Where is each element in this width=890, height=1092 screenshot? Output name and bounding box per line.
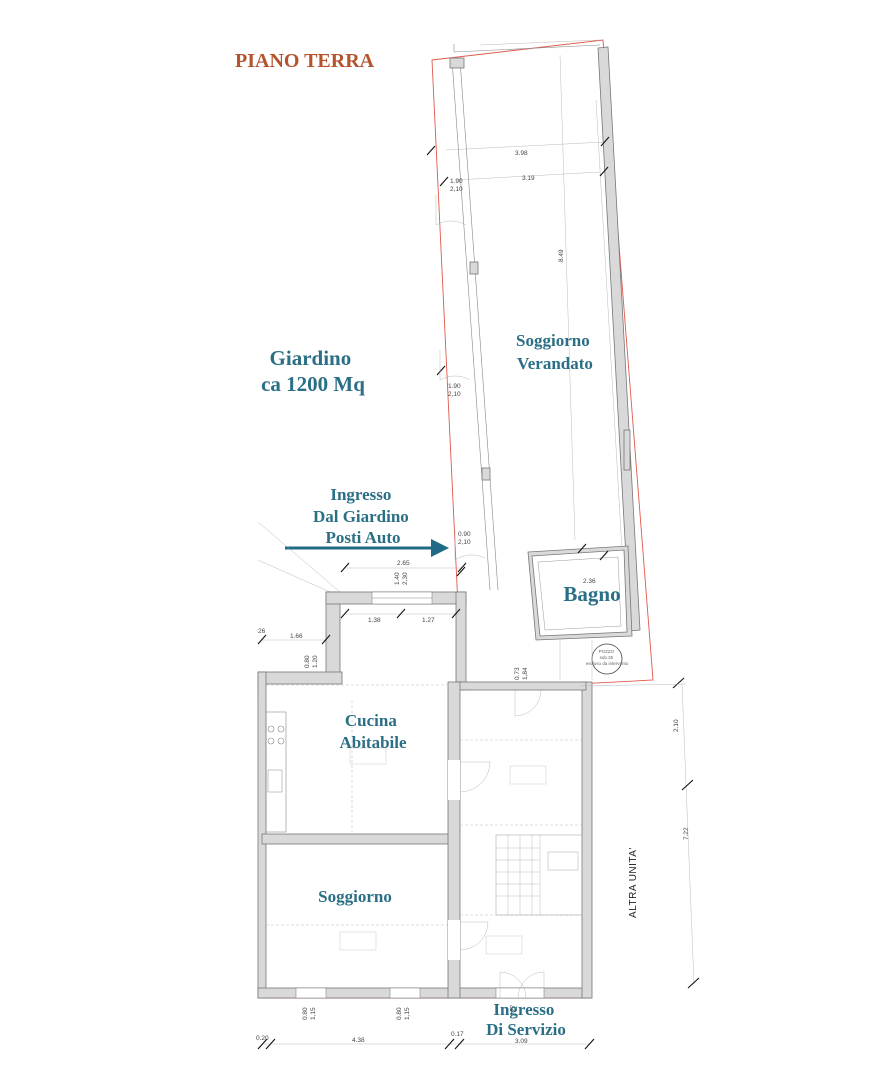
room-label-soggiorno: Soggiorno bbox=[318, 887, 392, 906]
room-label-soggiorno-verandato: Soggiorno Verandato bbox=[516, 331, 594, 373]
dim-label: 2,30 bbox=[402, 572, 409, 585]
stove-burner-icon bbox=[267, 725, 275, 733]
dim-label: 26 bbox=[258, 628, 266, 635]
dim-label: 3.98 bbox=[515, 150, 528, 157]
dim-label: 0.80 bbox=[302, 1007, 309, 1020]
dim-label: 1.66 bbox=[290, 633, 303, 640]
veranda-right-wall bbox=[597, 46, 641, 632]
dim-label: 0.80 bbox=[304, 655, 311, 668]
pillar bbox=[449, 57, 465, 69]
dim-label: 1.90 bbox=[450, 178, 463, 185]
dim-label: 0.73 bbox=[514, 667, 521, 680]
dim-label: 2.65 bbox=[397, 560, 410, 567]
dim-label: 1.20 bbox=[312, 655, 319, 668]
dim-label: 0.80 bbox=[396, 1007, 403, 1020]
dim-label: 2,10 bbox=[458, 539, 471, 546]
main-building bbox=[257, 591, 593, 999]
kitchen-counter bbox=[265, 711, 287, 833]
room-label-ingresso-servizio: Ingresso Di Servizio bbox=[486, 1000, 566, 1039]
dim-label: 8.49 bbox=[558, 249, 565, 262]
sink-icon bbox=[267, 769, 283, 793]
dim-label: 1.90 bbox=[448, 383, 461, 390]
room-label-bagno: Bagno bbox=[563, 582, 620, 606]
dim-label: 0.17 bbox=[451, 1031, 464, 1038]
pillar bbox=[469, 261, 479, 275]
dim-label: 0.90 bbox=[458, 531, 471, 538]
staircase bbox=[495, 834, 583, 916]
dim-label: 2,10 bbox=[450, 186, 463, 193]
veranda-boundary bbox=[431, 39, 654, 691]
plan-title: PIANO TERRA bbox=[235, 50, 375, 72]
dim-label: 3.09 bbox=[515, 1038, 528, 1045]
label-altra-unita: ALTRA UNITA' bbox=[628, 847, 639, 918]
dim-label: 1,84 bbox=[522, 667, 529, 680]
dim-label: 1,15 bbox=[404, 1007, 411, 1020]
dimension-line bbox=[559, 54, 576, 541]
dim-label: 2,10 bbox=[448, 391, 461, 398]
dimension-line bbox=[445, 141, 606, 151]
garden-entrance: Ingresso Dal Giardino Posti Auto bbox=[257, 485, 449, 593]
dim-label: 1.40 bbox=[394, 572, 401, 585]
dimension-line bbox=[455, 171, 601, 181]
dim-label: 27 bbox=[510, 1004, 517, 1012]
pillar bbox=[481, 467, 491, 481]
dim-label: 1.27 bbox=[422, 617, 435, 624]
dim-label: 4.38 bbox=[352, 1037, 365, 1044]
dim-label: 0.20 bbox=[256, 1035, 269, 1042]
dim-label: 2.36 bbox=[583, 578, 596, 585]
dim-label: 1,15 bbox=[310, 1007, 317, 1020]
label-ingresso-giardino: Ingresso Dal Giardino Posti Auto bbox=[313, 485, 413, 547]
pozzo-note: POZZO sub.25 escluso da intervento bbox=[586, 649, 629, 666]
room-label-giardino: Giardino ca 1200 Mq bbox=[261, 346, 365, 396]
dim-label: 7.22 bbox=[683, 827, 690, 840]
dim-label: 1.38 bbox=[368, 617, 381, 624]
dim-label: 3.19 bbox=[522, 175, 535, 182]
bathroom: 2.36 Bagno POZZO sub.25 escluso da inter… bbox=[527, 543, 633, 680]
room-label-cucina: Cucina Abitabile bbox=[339, 711, 407, 752]
dim-label: 2.10 bbox=[673, 719, 680, 732]
veranda-wing: 3.98 3.19 1.90 2,10 1.90 2,10 0.90 2,10 … bbox=[426, 39, 654, 691]
